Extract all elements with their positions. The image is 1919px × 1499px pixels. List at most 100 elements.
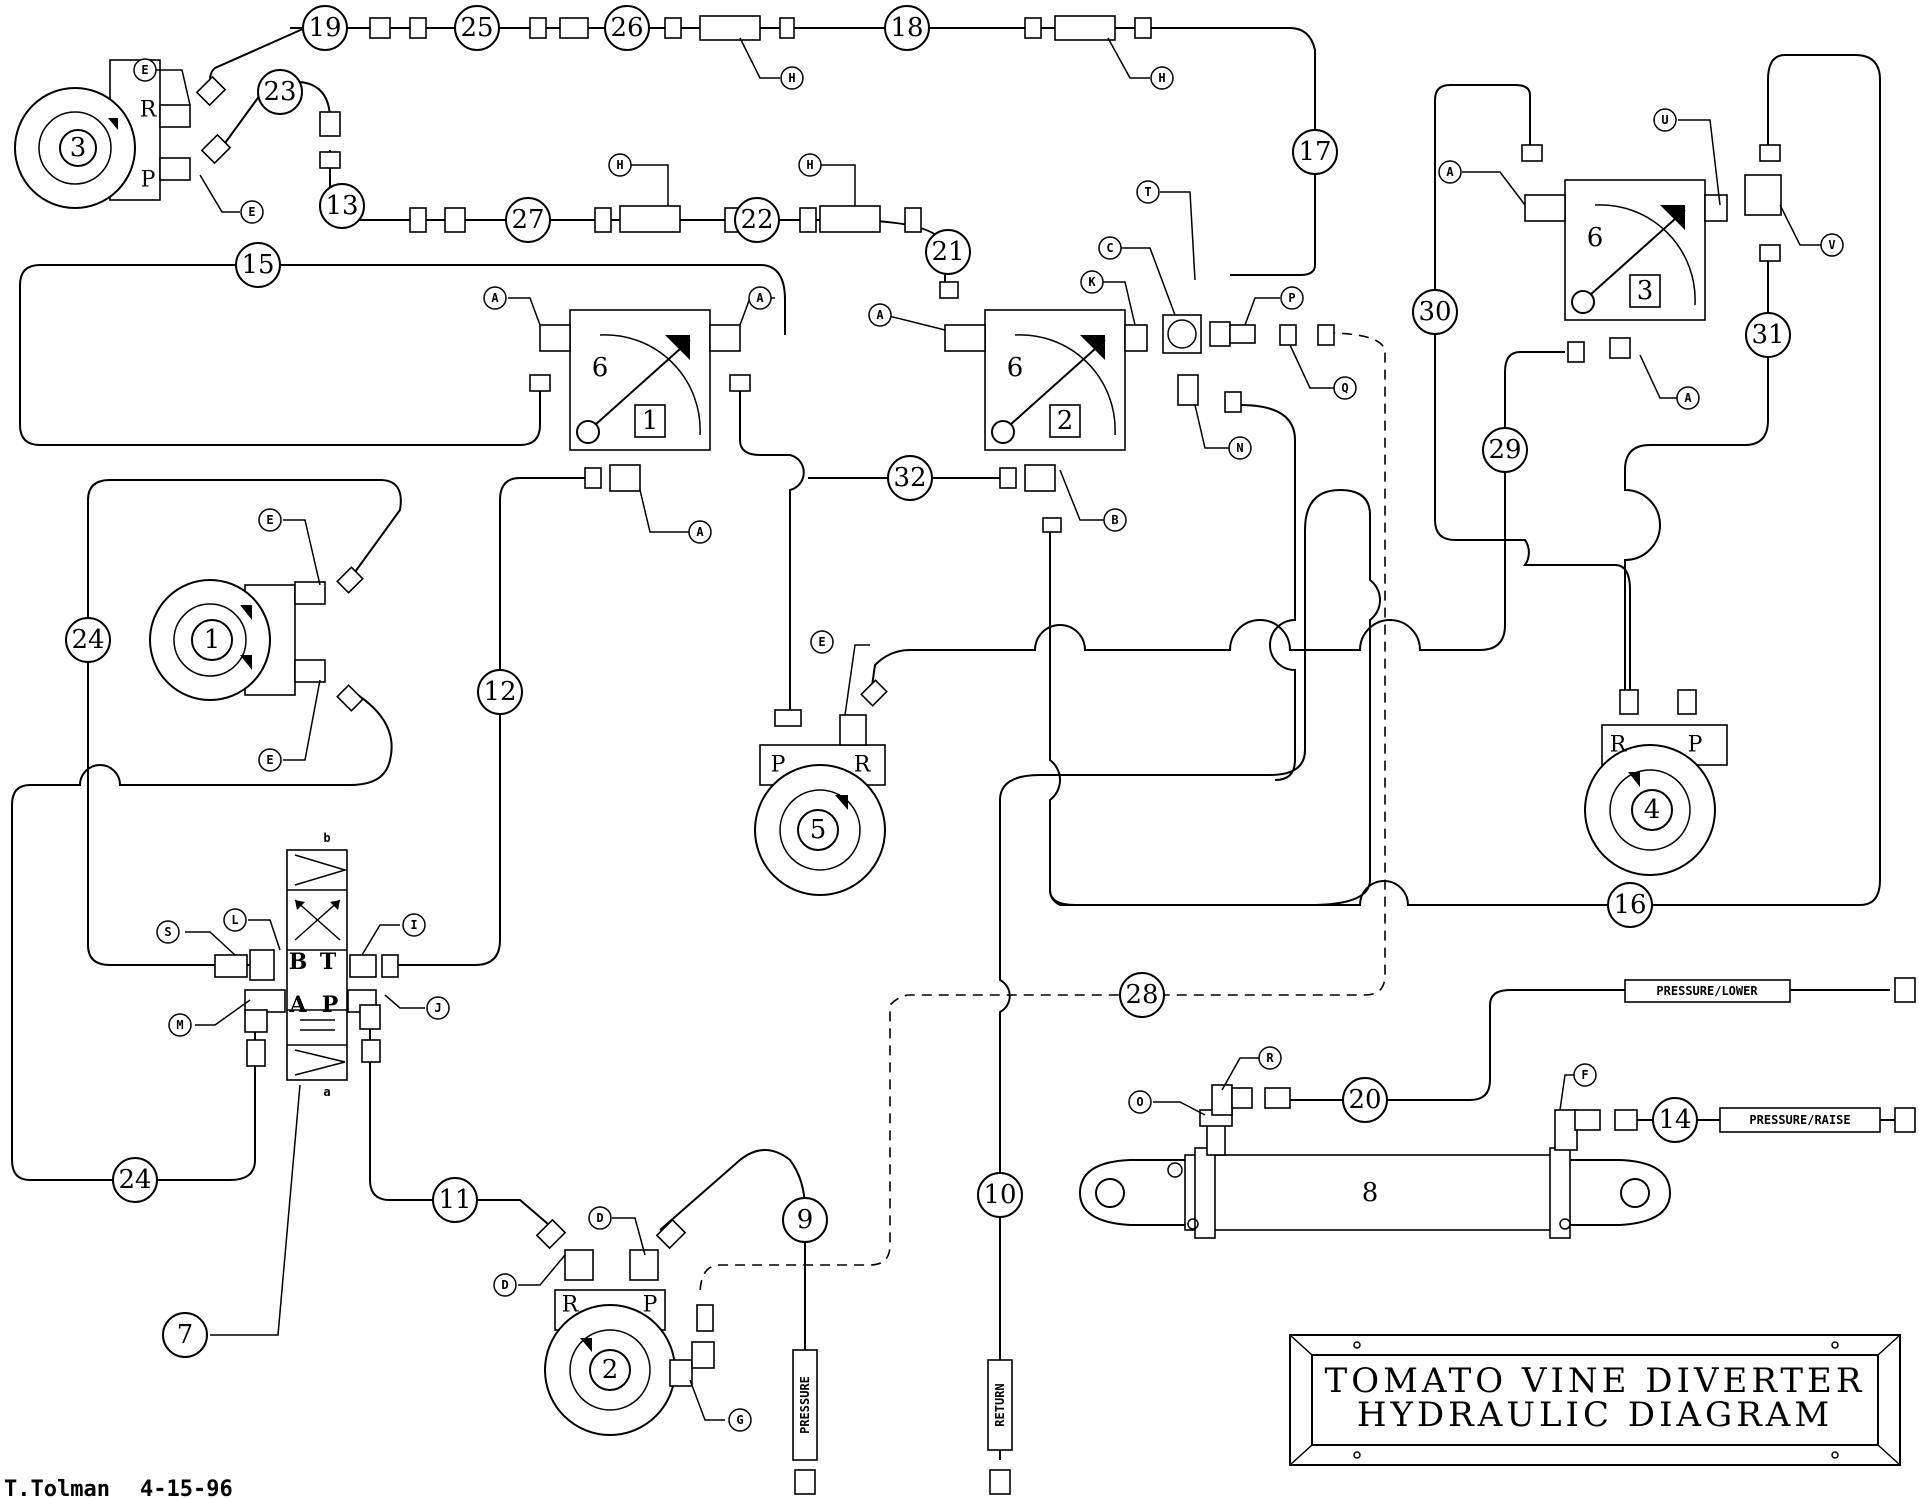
svg-text:a: a [323, 1085, 330, 1099]
svg-text:30: 30 [1418, 297, 1451, 327]
svg-text:O: O [1136, 1095, 1143, 1109]
svg-text:T: T [1144, 185, 1151, 199]
svg-text:9: 9 [797, 1205, 814, 1235]
svg-text:32: 32 [893, 463, 926, 493]
motor-1-number: 1 [204, 625, 221, 655]
svg-text:26: 26 [610, 13, 643, 43]
motor-5: P R 5 [754, 744, 886, 896]
svg-text:A: A [1684, 391, 1692, 405]
svg-text:27: 27 [511, 205, 544, 235]
svg-text:22: 22 [740, 205, 773, 235]
fitting-T: T [1136, 180, 1160, 204]
valve-6-1-label: 6 [592, 353, 609, 383]
hose-28: 28 [1119, 972, 1165, 1018]
hose-11: 11 [432, 1177, 478, 1223]
svg-text:C: C [1106, 241, 1113, 255]
motor-3-number: 3 [70, 133, 87, 163]
svg-text:14: 14 [1658, 1105, 1691, 1135]
fitting-H-3: H [608, 153, 632, 177]
author-name: T.Tolman [4, 1477, 110, 1499]
svg-text:28: 28 [1125, 980, 1158, 1010]
svg-text:D: D [596, 1211, 603, 1225]
svg-text:P: P [322, 992, 339, 1018]
svg-text:B: B [289, 949, 308, 975]
svg-text:P: P [643, 1293, 658, 1318]
svg-text:A: A [876, 308, 884, 322]
svg-text:23: 23 [263, 77, 296, 107]
svg-text:N: N [1236, 441, 1243, 455]
drawing-date: 4-15-96 [140, 1477, 233, 1499]
svg-text:E: E [248, 205, 255, 219]
valve-7-callout: 7 [162, 1312, 208, 1358]
fitting-H-4: H [798, 153, 822, 177]
svg-text:D: D [501, 1278, 508, 1292]
directional-valve-7: b a B A T P [214, 831, 399, 1099]
fitting-E-2: E [240, 200, 264, 224]
valve-6-2: 6 2 [944, 309, 1148, 451]
svg-text:Q: Q [1341, 381, 1348, 395]
svg-text:P: P [141, 168, 156, 193]
fitting-A-4: A [868, 303, 892, 327]
motor-4: R P 4 [1584, 724, 1728, 876]
hose-30: 30 [1412, 289, 1458, 335]
svg-text:R: R [1610, 733, 1628, 758]
title-line-1: TOMATO VINE DIVERTER [1325, 1361, 1866, 1401]
valve-6-1: 6 1 [539, 309, 741, 451]
hose-19: 19 [302, 5, 348, 51]
hose-32: 32 [887, 455, 933, 501]
hose-17: 17 [1292, 129, 1338, 175]
leader-7 [210, 1084, 301, 1336]
svg-text:P: P [771, 753, 786, 778]
fitting-E-1: E [133, 58, 157, 82]
svg-text:R: R [562, 1293, 580, 1318]
svg-text:U: U [1661, 113, 1668, 127]
fitting-H-1: H [780, 66, 804, 90]
svg-text:24: 24 [71, 625, 104, 655]
svg-text:13: 13 [325, 191, 358, 221]
svg-text:H: H [788, 71, 795, 85]
return-tag: RETURN [993, 1383, 1007, 1426]
hose-26: 26 [604, 5, 650, 51]
svg-text:E: E [141, 63, 148, 77]
signature: T.Tolman 4-15-96 [4, 1477, 233, 1499]
fitting-M: M [168, 1013, 192, 1037]
fitting-V: V [1820, 233, 1844, 257]
fitting-B: B [1103, 508, 1127, 532]
hose-15: 15 [235, 242, 281, 288]
svg-text:12: 12 [483, 677, 516, 707]
hose-14: 14 [1652, 1097, 1698, 1143]
svg-text:A: A [288, 992, 307, 1018]
fitting-F: F [1573, 1063, 1597, 1087]
svg-text:A: A [491, 291, 499, 305]
fitting-A-1: A [483, 286, 507, 310]
fitting-L: L [223, 908, 247, 932]
fitting-R: R [1258, 1046, 1282, 1070]
hose-24-upper: 24 [65, 617, 111, 663]
motor-5-number: 5 [810, 815, 827, 845]
title-line-2: HYDRAULIC DIAGRAM [1357, 1395, 1833, 1435]
hose-29: 29 [1482, 427, 1528, 473]
fitting-O: O [1128, 1090, 1152, 1114]
fitting-N: N [1228, 436, 1252, 460]
hose-22: 22 [734, 197, 780, 243]
cylinder-8: 8 [1078, 1084, 1672, 1239]
svg-text:K: K [1088, 275, 1096, 289]
hose-24-lower: 24 [112, 1157, 158, 1203]
svg-text:25: 25 [460, 13, 493, 43]
motor-2-number: 2 [602, 1355, 619, 1385]
svg-text:I: I [410, 918, 417, 932]
svg-text:E: E [266, 513, 273, 527]
fitting-E-4: E [258, 748, 282, 772]
fitting-U: U [1653, 108, 1677, 132]
svg-text:M: M [176, 1018, 183, 1032]
fitting-E-5: E [810, 630, 834, 654]
svg-text:21: 21 [931, 237, 964, 267]
svg-text:19: 19 [308, 13, 341, 43]
svg-text:A: A [1446, 165, 1454, 179]
valve-6-3: 6 3 [1524, 179, 1728, 321]
fitting-Q: Q [1333, 376, 1357, 400]
svg-text:17: 17 [1298, 137, 1331, 167]
cylinder-number: 8 [1362, 1178, 1379, 1208]
fitting-H-2: H [1150, 66, 1174, 90]
